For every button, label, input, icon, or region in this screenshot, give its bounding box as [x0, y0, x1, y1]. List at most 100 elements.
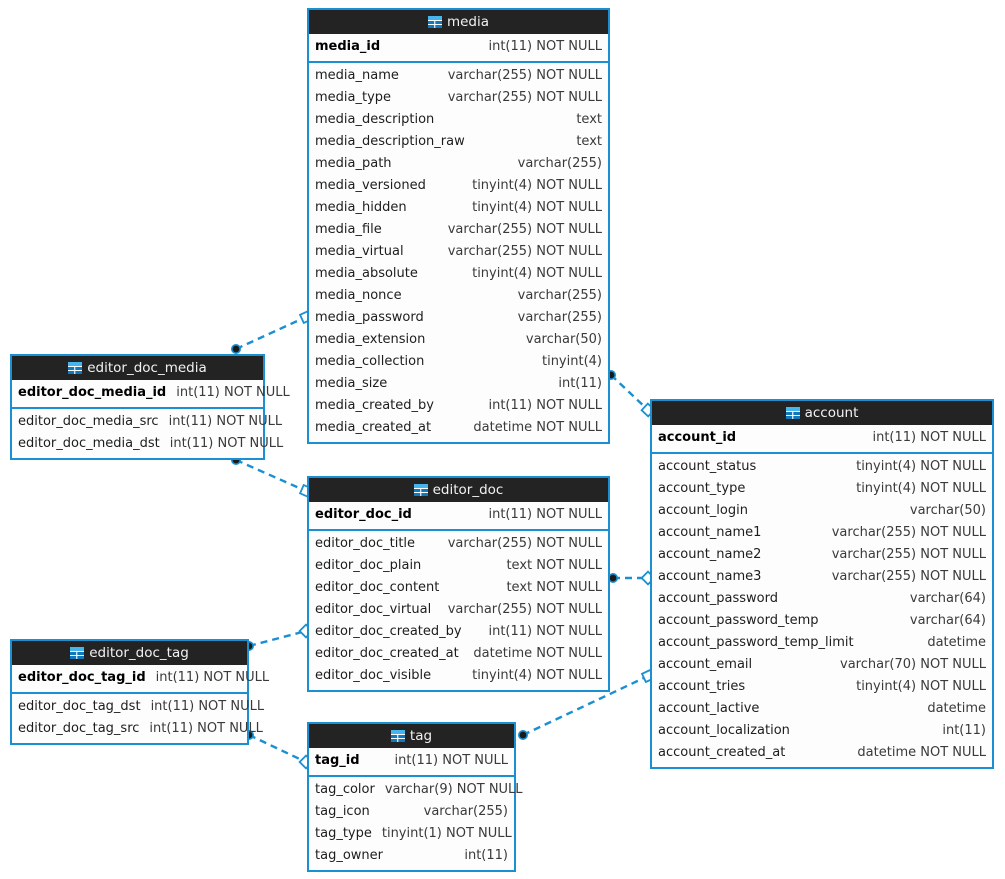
- entity-header-editor_doc_media[interactable]: editor_doc_media: [12, 356, 263, 380]
- column-row[interactable]: media_created_at datetime NOT NULL: [309, 417, 608, 439]
- entity-header-tag[interactable]: tag: [309, 724, 514, 748]
- column-name: account_type: [658, 481, 746, 496]
- rel-media-account[interactable]: [605, 369, 656, 418]
- column-name: editor_doc_media_id: [18, 385, 167, 400]
- column-name: editor_doc_created_by: [315, 624, 462, 639]
- table-icon: [413, 484, 428, 496]
- column-name: account_lactive: [658, 701, 760, 716]
- entity-header-media[interactable]: media: [309, 10, 608, 34]
- column-row[interactable]: editor_doc_created_by int(11) NOT NULL: [309, 621, 608, 643]
- column-type: varchar(255) NOT NULL: [831, 525, 986, 540]
- column-name: account_login: [658, 503, 748, 518]
- column-name: media_created_at: [315, 420, 432, 435]
- column-type: int(11) NOT NULL: [168, 414, 283, 429]
- column-type: datetime: [927, 701, 986, 716]
- column-name: media_created_by: [315, 398, 434, 413]
- column-name: media_virtual: [315, 244, 404, 259]
- relationship-line: [235, 315, 307, 351]
- entity-header-editor_doc_tag[interactable]: editor_doc_tag: [12, 641, 247, 665]
- column-name: media_description_raw: [315, 134, 465, 149]
- entity-header-editor_doc[interactable]: editor_doc: [309, 478, 608, 502]
- column-name: editor_doc_media_dst: [18, 436, 160, 451]
- entity-header-account[interactable]: account: [652, 401, 992, 425]
- rel-editor_doc-account[interactable]: [607, 570, 656, 586]
- column-type: datetime NOT NULL: [473, 420, 602, 435]
- column-row[interactable]: account_lactive datetime: [652, 698, 992, 720]
- column-name: editor_doc_created_at: [315, 646, 459, 661]
- column-type: tinyint(4): [541, 354, 602, 369]
- column-type: int(11) NOT NULL: [872, 430, 986, 445]
- rel-editor_doc_media-editor_doc[interactable]: [231, 454, 314, 499]
- column-type: int(11) NOT NULL: [394, 753, 508, 768]
- column-type: varchar(255) NOT NULL: [831, 569, 986, 584]
- rel-editor_doc_tag-editor_doc[interactable]: [244, 623, 314, 651]
- column-type: int(11) NOT NULL: [150, 699, 265, 714]
- column-type: tinyint(4) NOT NULL: [472, 668, 602, 683]
- column-name: account_tries: [658, 679, 746, 694]
- column-type: int(11): [558, 376, 602, 391]
- column-type: int(11) NOT NULL: [488, 624, 602, 639]
- rel-editor_doc_media-media[interactable]: [231, 309, 314, 354]
